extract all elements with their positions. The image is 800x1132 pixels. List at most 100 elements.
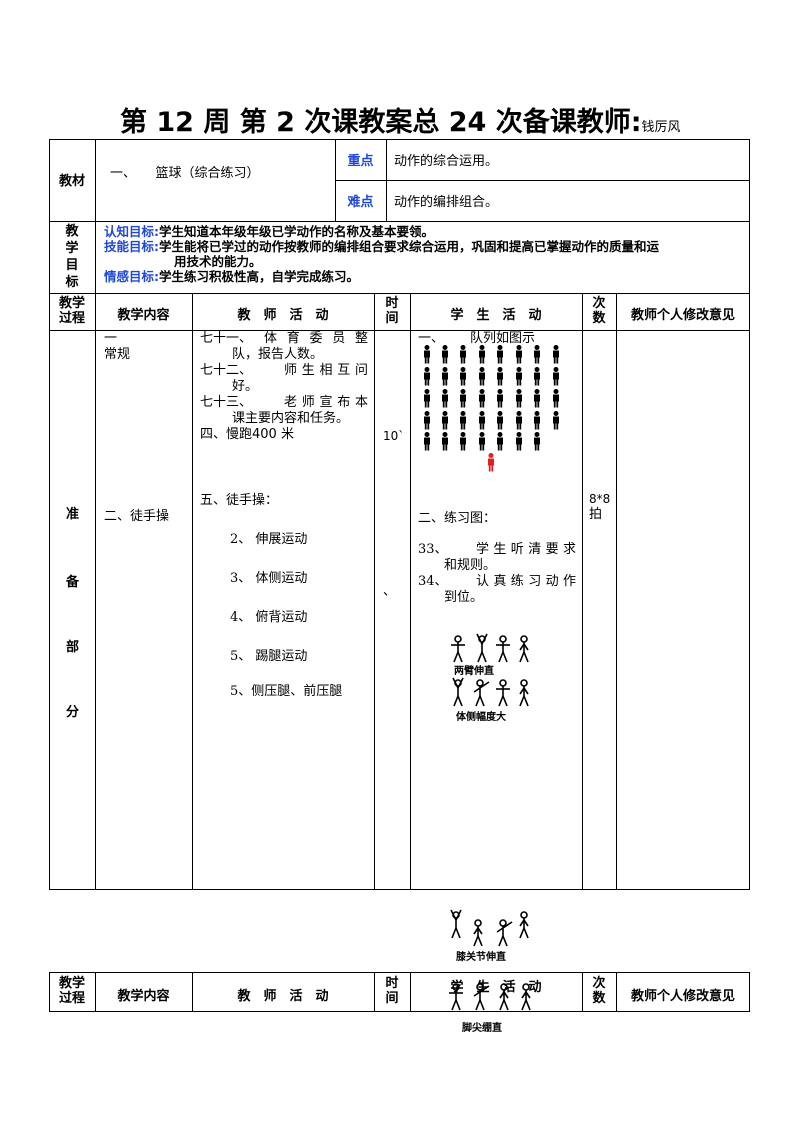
- exercise-4: 4、 俯背运动: [230, 610, 308, 625]
- content-routine-num: 一: [104, 331, 118, 346]
- time-mark: 、: [383, 584, 397, 599]
- goal-skill-cont: 用技术的能力。: [174, 254, 262, 269]
- teacher-item-3-cont: 课主要内容和任务。: [232, 411, 350, 426]
- exercise-title: 五、徒手操：: [200, 493, 279, 508]
- stick-figure: [519, 911, 529, 939]
- student-icon: [460, 432, 466, 451]
- side-bend-figure: [452, 677, 529, 707]
- section-char-3: 部: [66, 640, 80, 655]
- student-icon: [442, 432, 448, 451]
- stick-figure: [519, 635, 529, 663]
- exercise-2: 2、 伸展运动: [230, 532, 308, 547]
- student-icon: [424, 367, 430, 386]
- goal-skill: 技能目标:学生能将已学过的动作按教师的编排组合要求综合运用，巩固和提高已掌握动作…: [104, 239, 660, 254]
- fig3-caption: 膝关节伸直: [456, 952, 506, 963]
- teacher-name: 钱厉风: [641, 120, 681, 135]
- formation-diagram: [424, 345, 559, 472]
- teacher-icon: [488, 453, 494, 472]
- header-content: 教学内容: [117, 308, 170, 323]
- content-exercise: 二、徒手操: [104, 509, 170, 524]
- student-icon: [479, 345, 485, 364]
- student-icon: [497, 345, 503, 364]
- teacher-run: 四、慢跑400 米: [200, 427, 294, 442]
- student-icon: [553, 345, 559, 364]
- student-icon: [516, 367, 522, 386]
- student-icon: [460, 367, 466, 386]
- teacher-item-2: 七十二、师生相互问: [200, 363, 368, 378]
- page-title: 第 12 周 第 2 次课教案总 24 次备课教师:钱厉风: [120, 100, 681, 139]
- knee-straight-figure: [450, 909, 529, 947]
- fig4-caption: 脚尖绷直: [462, 1023, 502, 1034]
- student-item-1-cont: 和规则。: [444, 558, 497, 573]
- stick-figure: [473, 983, 490, 1011]
- student-icon: [516, 389, 522, 408]
- student-item-2: 34、认真练习动作: [418, 574, 576, 589]
- student-icon: [424, 345, 430, 364]
- student-icon: [516, 432, 522, 451]
- student-icon: [516, 411, 522, 430]
- student-icon: [553, 411, 559, 430]
- student-icon: [479, 389, 485, 408]
- stick-figure: [521, 983, 531, 1011]
- teacher-item-1-cont: 队，报告人数。: [232, 347, 324, 362]
- stick-figure: [449, 983, 463, 1011]
- student-icon: [442, 389, 448, 408]
- header2-content: 教学内容: [117, 989, 170, 1004]
- count-unit: 拍: [589, 507, 603, 522]
- exercise-3: 3、 体侧运动: [230, 571, 308, 586]
- student-line1: 一、队列如图示: [418, 331, 536, 346]
- count-value: 8*8: [589, 492, 611, 506]
- exercise-5: 5、 踢腿运动: [230, 649, 308, 664]
- header-process: 教学过程: [58, 296, 85, 326]
- student-icon: [424, 411, 430, 430]
- section-char-2: 备: [66, 575, 80, 590]
- header-time: 时间: [385, 296, 399, 326]
- subject-label: 教材: [58, 174, 85, 189]
- student-item-1: 33、学生听清要求: [418, 542, 576, 557]
- stick-figure: [476, 633, 488, 663]
- header-count: 次数: [592, 296, 606, 326]
- student-icon: [534, 411, 540, 430]
- header-opinion: 教师个人修改意见: [630, 308, 735, 323]
- goals-block: 认知目标:学生知道本年级年级已学动作的名称及基本要领。 技能目标:学生能将已学过…: [104, 224, 746, 284]
- exercise-6: 5、侧压腿、前压腿: [230, 684, 343, 699]
- fig1-caption: 两臂伸直: [454, 666, 494, 677]
- student-icon: [497, 411, 503, 430]
- teacher-activity-list: 七十一、体育委员整 队，报告人数。 七十二、师生相互问 好。 七十三、老师宣布本…: [200, 331, 368, 443]
- fig2-caption: 体侧幅度大: [456, 712, 506, 723]
- student-icon: [479, 432, 485, 451]
- student-icon: [534, 367, 540, 386]
- student-icon: [534, 432, 540, 451]
- teacher-item-3: 七十三、老师宣布本: [200, 395, 368, 410]
- header-student-activity: 学 生 活 动: [450, 308, 542, 323]
- stick-figure: [496, 919, 513, 947]
- stick-figure: [496, 635, 510, 663]
- content-routine: 常规: [104, 347, 131, 362]
- goals-label: 教 学 目 标: [65, 224, 79, 290]
- page-title-main: 第 12 周 第 2 次课教案总 24 次备课教师:: [120, 107, 642, 138]
- arms-straight-figure: [451, 633, 529, 663]
- student-icon: [442, 345, 448, 364]
- student-icon: [460, 389, 466, 408]
- student-icon: [534, 389, 540, 408]
- section-char-4: 分: [66, 705, 80, 720]
- student-icon: [442, 411, 448, 430]
- header2-teacher-activity: 教 师 活 动: [237, 989, 329, 1004]
- difficulty-label: 难点: [347, 195, 374, 210]
- student-icon: [497, 389, 503, 408]
- student-icon: [460, 411, 466, 430]
- student-icon: [479, 367, 485, 386]
- time-value: 10`: [383, 429, 405, 443]
- stick-figure: [450, 909, 462, 939]
- stick-figure: [519, 679, 529, 707]
- student-item-2-cont: 到位。: [444, 590, 484, 605]
- stick-figure: [496, 679, 510, 707]
- header2-process: 教学过程: [58, 976, 85, 1006]
- section-char-1: 准: [66, 507, 80, 522]
- stick-figure: [451, 635, 465, 663]
- goal-cognitive: 认知目标:学生知道本年级年级已学动作的名称及基本要领。: [104, 224, 435, 239]
- difficulty-value: 动作的编排组合。: [394, 195, 499, 210]
- student-icon: [497, 432, 503, 451]
- teacher-item-1: 七十一、体育委员整: [200, 331, 368, 346]
- student-icon: [424, 389, 430, 408]
